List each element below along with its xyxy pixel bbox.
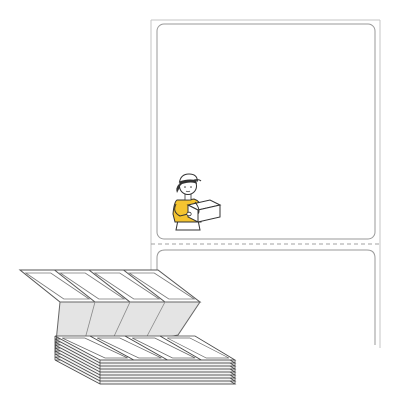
- stack-label: [132, 337, 196, 359]
- large-label: [156, 23, 376, 240]
- top-fold-label: [93, 272, 161, 300]
- top-fold-label: [127, 272, 196, 300]
- package-box: [186, 199, 222, 223]
- top-fold-label: [24, 272, 91, 300]
- stack-label-divider: [124, 335, 168, 361]
- stack-label: [97, 337, 162, 359]
- top-fold-label-divider: [88, 269, 131, 303]
- next-label-edge: [156, 249, 376, 345]
- stack-label: [167, 337, 230, 359]
- top-fold-label-divider: [123, 269, 166, 303]
- stack-label-divider: [159, 335, 202, 361]
- top-fold-label: [58, 272, 126, 300]
- stack-label-divider: [89, 335, 134, 361]
- fanfold-label-stack: [18, 269, 237, 385]
- middle-fold-divider: [144, 301, 166, 341]
- delivery-worker-icon: [172, 173, 222, 231]
- top-fold-label-divider: [54, 269, 96, 303]
- stack-label: [62, 337, 128, 359]
